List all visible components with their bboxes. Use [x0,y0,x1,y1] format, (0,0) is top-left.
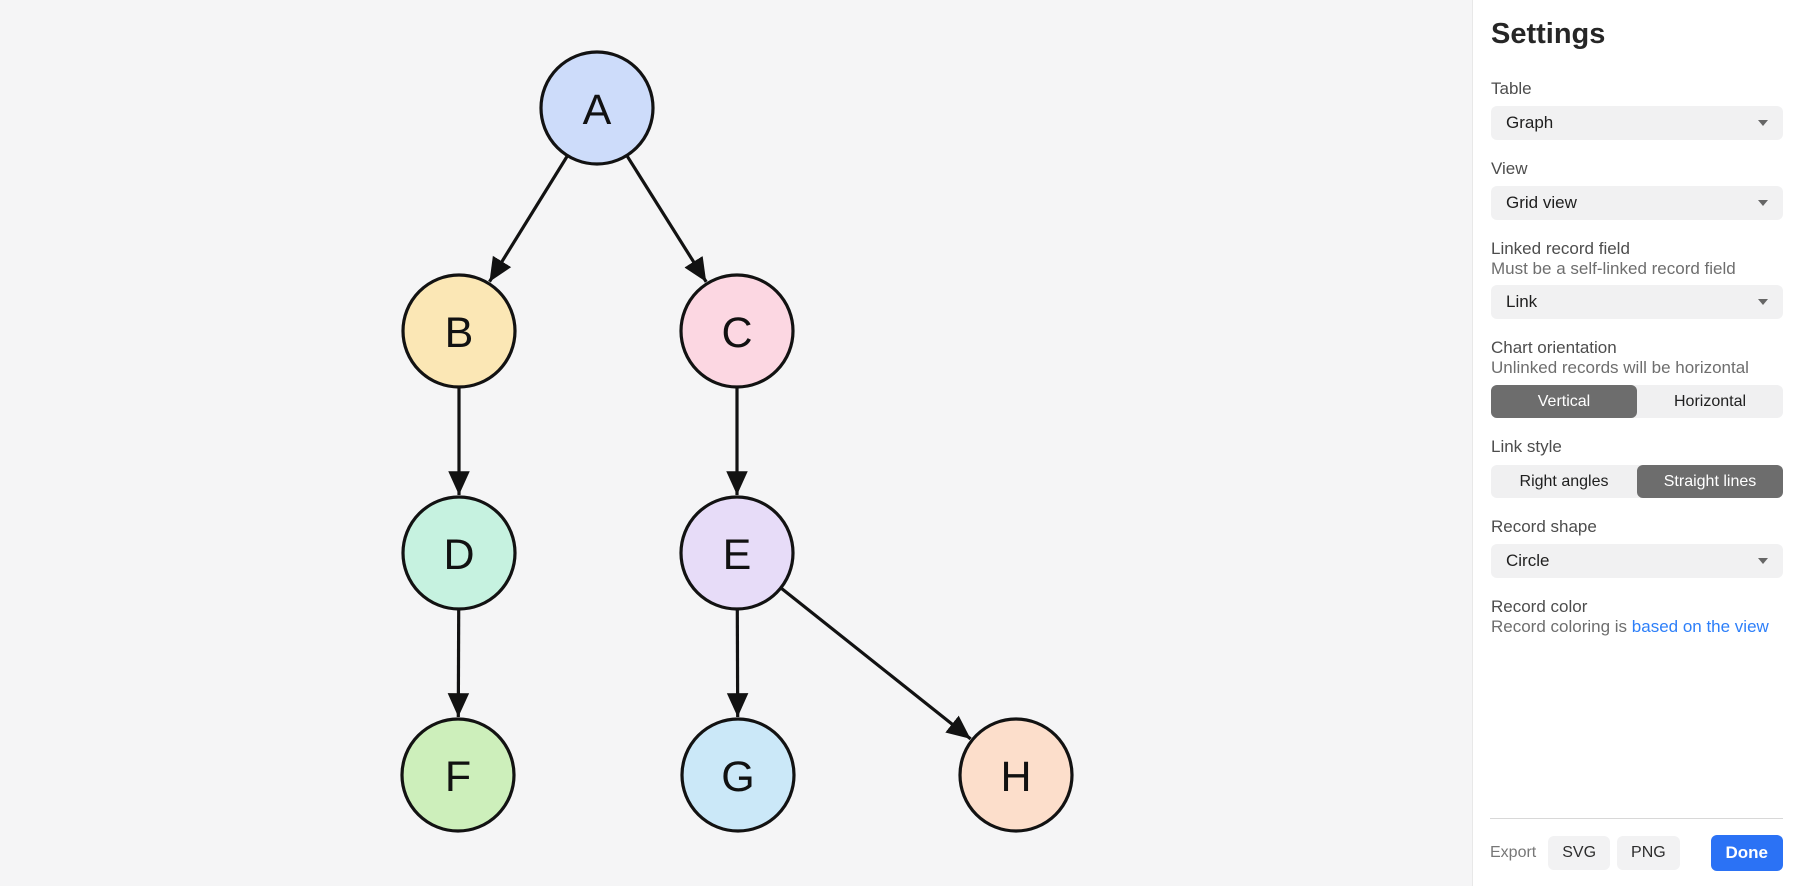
record-color-help: Record coloring is based on the view [1491,617,1769,636]
chevron-down-icon [1758,299,1768,305]
chevron-down-icon [1758,200,1768,206]
graph-node-B[interactable]: B [401,273,517,389]
done-button[interactable]: Done [1710,834,1783,871]
graph-node-C[interactable]: C [679,273,795,389]
link-style-straight-lines-button[interactable]: Straight lines [1637,465,1783,498]
table-select-value: Graph [1506,113,1554,132]
edge-A-B [488,155,569,283]
edge-A-C [625,155,708,283]
view-select[interactable]: Grid view [1491,186,1783,220]
graph-node-label-E: E [723,531,752,579]
graph-node-label-A: A [583,86,612,134]
settings-panel: Settings Table Graph View Grid view Link… [1472,0,1800,886]
graph-node-label-D: D [443,531,474,579]
export-png-button[interactable]: PNG [1617,835,1680,870]
graph-node-A[interactable]: A [539,50,655,166]
linked-record-field-select[interactable]: Link [1491,285,1783,319]
export-svg-button[interactable]: SVG [1548,835,1611,870]
graph-node-D[interactable]: D [401,495,517,611]
record-color-label: Record color [1491,597,1588,616]
record-shape-select[interactable]: Circle [1491,544,1783,578]
graph-node-label-H: H [1000,753,1031,801]
graph-node-E[interactable]: E [679,495,795,611]
linked-record-field-select-value: Link [1506,292,1538,311]
based-on-the-view-link[interactable]: based on the view [1631,617,1769,636]
chart-orientation-help: Unlinked records will be horizontal [1491,358,1749,377]
panel-title: Settings [1491,18,1606,50]
chart-orientation-horizontal-button[interactable]: Horizontal [1637,385,1783,418]
graph-node-label-B: B [445,309,474,357]
linked-record-field-help: Must be a self-linked record field [1491,259,1736,278]
view-label: View [1491,159,1528,178]
edge-E-H [780,587,972,741]
chart-orientation-toggle: Vertical Horizontal [1491,385,1783,418]
flowchart-area: A B C D E F G H [400,50,1074,833]
chevron-down-icon [1758,120,1768,126]
graph-node-label-C: C [721,309,752,357]
graph-node-F[interactable]: F [400,717,516,833]
record-shape-select-value: Circle [1506,551,1550,570]
graph-node-label-G: G [721,753,754,801]
panel-footer: Export SVG PNG Done [1490,818,1783,886]
chart-orientation-vertical-button[interactable]: Vertical [1491,385,1637,418]
graph-node-G[interactable]: G [680,717,796,833]
link-style-toggle: Right angles Straight lines [1491,465,1783,498]
view-select-value: Grid view [1506,193,1577,212]
table-label: Table [1491,79,1532,98]
graph-node-H[interactable]: H [958,717,1074,833]
link-style-right-angles-button[interactable]: Right angles [1491,465,1637,498]
export-label: Export [1490,843,1537,861]
chevron-down-icon [1758,558,1768,564]
chart-orientation-label: Chart orientation [1491,338,1617,357]
graph-node-label-F: F [445,753,471,801]
link-style-label: Link style [1491,437,1562,456]
flowchart-canvas: A B C D E F G H [400,50,1074,833]
record-shape-label: Record shape [1491,517,1597,536]
linked-record-field-label: Linked record field [1491,239,1630,258]
table-select[interactable]: Graph [1491,106,1783,140]
